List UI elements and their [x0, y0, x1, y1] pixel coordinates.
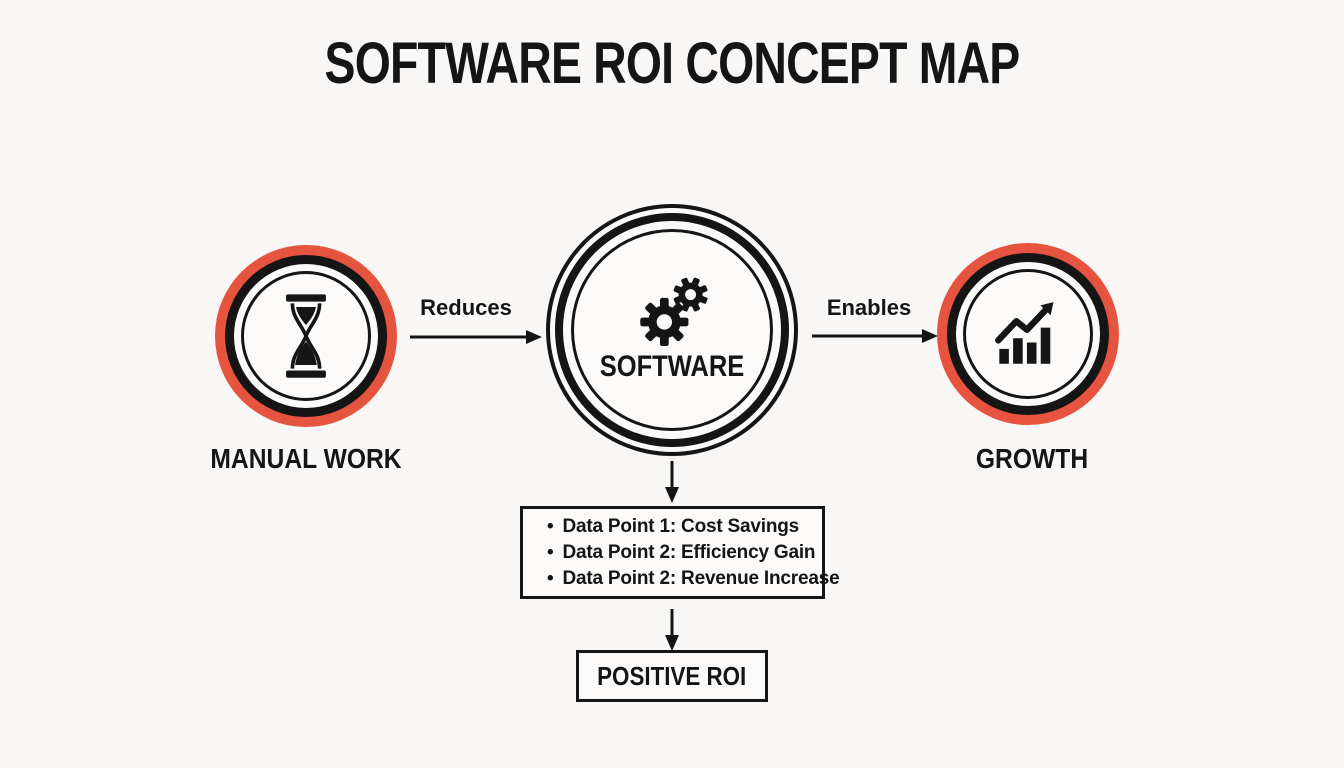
data-points-list: Data Point 1: Cost Savings Data Point 2:… — [547, 514, 839, 592]
page-title: SOFTWARE ROI CONCEPT MAP — [324, 31, 1021, 96]
arrow-down-icon — [665, 461, 679, 503]
data-point-item: Data Point 2: Revenue Increase — [547, 566, 839, 592]
growth-chart-icon — [994, 300, 1062, 368]
hourglass-icon — [277, 293, 335, 379]
node-manual-work — [241, 271, 371, 401]
data-points-box: Data Point 1: Cost Savings Data Point 2:… — [520, 506, 840, 599]
node-software: SOFTWARE — [571, 229, 773, 431]
software-label: SOFTWARE — [599, 350, 745, 383]
data-point-item: Data Point 2: Efficiency Gain — [547, 540, 839, 566]
arrow-down-icon — [665, 609, 679, 651]
edge-reduces-label: Reduces — [420, 295, 512, 320]
positive-roi-box: POSITIVE ROI — [576, 650, 768, 702]
data-point-item: Data Point 1: Cost Savings — [547, 514, 839, 540]
arrow-right-reduces-icon — [410, 330, 542, 344]
manual-work-label: MANUAL WORK — [210, 443, 402, 474]
edge-enables-label: Enables — [826, 295, 912, 320]
node-growth — [963, 269, 1093, 399]
arrow-right-enables-icon — [812, 329, 938, 343]
gears-icon — [632, 276, 712, 346]
positive-roi-label: POSITIVE ROI — [597, 660, 747, 691]
growth-label: GROWTH — [975, 443, 1089, 474]
